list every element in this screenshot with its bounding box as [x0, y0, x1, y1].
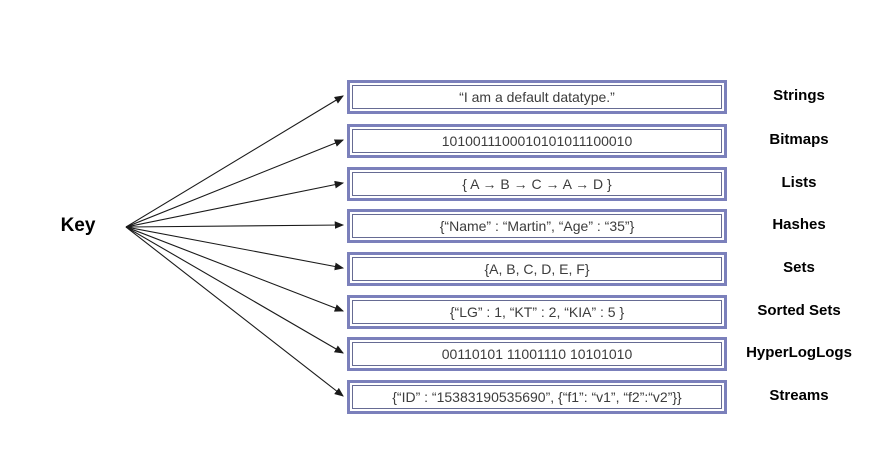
datatype-label-streams: Streams — [769, 387, 829, 404]
datatype-label-sets: Sets — [783, 259, 815, 276]
datatype-label-lists: Lists — [781, 174, 817, 191]
datatype-box-strings: “I am a default datatype.” — [352, 85, 722, 109]
datatype-label-bitmaps: Bitmaps — [769, 131, 829, 148]
datatype-label-hyperloglogs: HyperLogLogs — [746, 344, 852, 361]
datatype-box-streams: {“ID” : “15383190535690”, {“f1”: “v1”, “… — [352, 385, 722, 409]
arrow-key-to-streams — [125, 226, 344, 397]
arrow-key-to-strings — [125, 95, 344, 228]
datatype-value-strings: “I am a default datatype.” — [459, 89, 615, 105]
datatype-value-sorted-sets: {“LG” : 1, “KT” : 2, “KIA” : 5 } — [449, 304, 625, 320]
datatype-box-bitmaps: 1010011100010101011100010 — [352, 129, 722, 153]
datatype-box-lists: { A → B → C → A → D } — [352, 172, 722, 196]
datatype-box-sets: {A, B, C, D, E, F} — [352, 257, 722, 281]
arrow-key-to-sets — [125, 226, 345, 271]
datatype-box-hashes: {“Name” : “Martin”, “Age” : “35”} — [352, 214, 722, 238]
datatype-label-sorted-sets: Sorted Sets — [757, 302, 841, 319]
datatype-value-hyperloglogs: 00110101 11001110 10101010 — [441, 346, 633, 362]
datatype-value-lists: { A → B → C → A → D } — [462, 176, 612, 192]
arrow-key-to-lists — [125, 180, 345, 228]
datatype-value-bitmaps: 1010011100010101011100010 — [441, 133, 633, 149]
arrow-key-to-sorted-sets — [125, 226, 345, 312]
datatype-value-hashes: {“Name” : “Martin”, “Age” : “35”} — [439, 218, 635, 234]
arrow-key-to-hyperloglogs — [125, 226, 344, 354]
key-label: Key — [60, 215, 96, 236]
datatype-value-streams: {“ID” : “15383190535690”, {“f1”: “v1”, “… — [392, 389, 682, 405]
datatype-value-sets: {A, B, C, D, E, F} — [484, 261, 590, 277]
datatype-label-strings: Strings — [773, 87, 825, 104]
datatype-box-sorted-sets: {“LG” : 1, “KT” : 2, “KIA” : 5 } — [352, 300, 722, 324]
datatype-label-hashes: Hashes — [772, 216, 826, 233]
arrow-key-to-hashes — [125, 221, 345, 229]
datatype-box-hyperloglogs: 00110101 11001110 10101010 — [352, 342, 722, 366]
arrow-key-to-bitmaps — [125, 139, 345, 228]
